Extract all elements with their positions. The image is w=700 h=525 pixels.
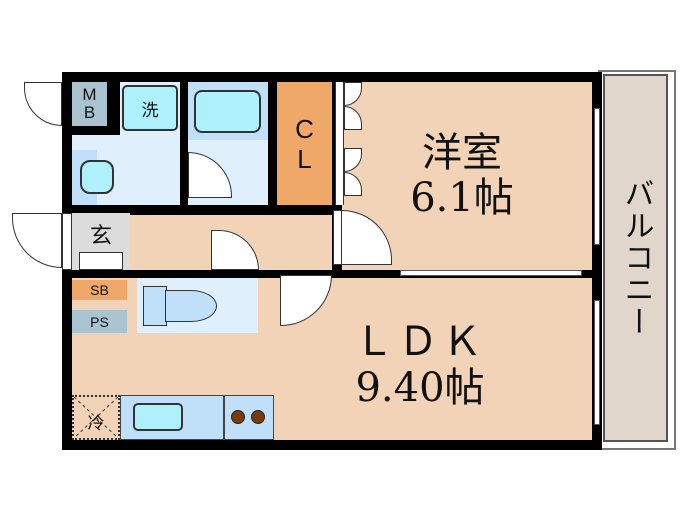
pipe-space: PS [72, 310, 127, 333]
balcony-label: バルコニー [618, 178, 654, 338]
closet-door-strip [335, 82, 344, 205]
front-door-frame [62, 213, 72, 270]
meter-box-line2: B [83, 103, 96, 122]
shoe-box: SB [72, 280, 127, 300]
burner-right-icon [251, 410, 265, 424]
western-room-door-strip [333, 210, 342, 265]
front-door[interactable] [12, 213, 62, 268]
washing-machine: 洗 [122, 85, 178, 131]
fridge-cross-icon [74, 397, 118, 438]
fridge-space: 冷 [72, 395, 120, 440]
western-room-window [594, 108, 600, 245]
pipe-space-label: PS [90, 313, 109, 330]
western-room: 洋室 6.1帖 [342, 82, 592, 270]
wash-basin [80, 160, 114, 194]
entrance-label: 玄 [89, 223, 112, 249]
bathtub [194, 90, 261, 133]
closet-line1: C [295, 113, 314, 144]
closet: C L [277, 82, 332, 205]
entrance-step [79, 252, 123, 270]
meter-box-door[interactable] [24, 82, 62, 126]
ldk-name: ＬＤＫ [354, 319, 486, 365]
western-room-name: 洋室 [422, 130, 502, 176]
burner-left-icon [231, 410, 245, 424]
kitchen-sink [133, 403, 183, 431]
washer-label: 洗 [141, 100, 159, 121]
sliding-door[interactable] [400, 270, 582, 276]
ldk-label: ＬＤＫ 9.40帖 [320, 310, 520, 420]
ldk-size: 9.40帖 [355, 365, 485, 411]
stove-counter [224, 395, 274, 440]
ldk-room-lower-left [72, 340, 272, 395]
toilet-tank [143, 286, 167, 326]
closet-line2: L [297, 143, 312, 174]
meter-box-line1: M [82, 85, 97, 104]
fridge-label: 冷 [87, 413, 105, 434]
ldk-window [594, 300, 600, 425]
toilet-bowl [165, 290, 217, 322]
shoe-box-label: SB [90, 282, 109, 298]
meter-box: M B [72, 82, 107, 126]
balcony: バルコニー [603, 74, 668, 442]
western-room-size: 6.1帖 [410, 175, 514, 221]
